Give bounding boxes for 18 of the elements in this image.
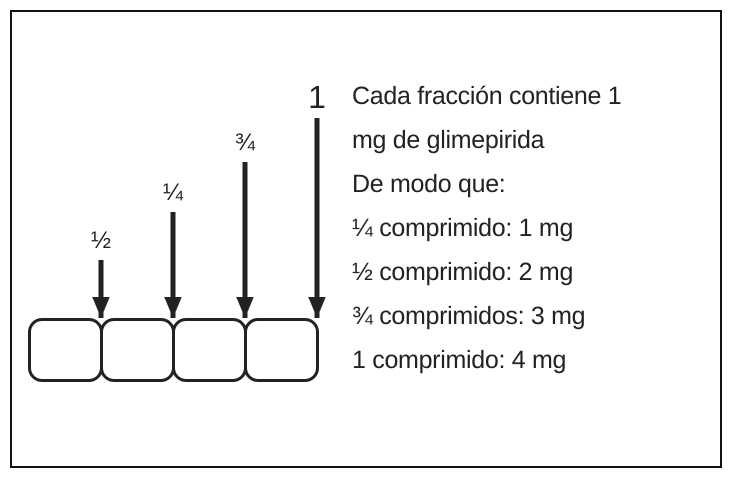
tablet-segment <box>172 318 247 382</box>
note-text: De modo que: <box>352 169 506 200</box>
arrow <box>308 118 326 318</box>
fraction-label: ½ <box>81 226 121 256</box>
arrow <box>236 162 254 318</box>
note-text: Cada fracción contiene 1 mg de glimepirida <box>352 81 622 156</box>
fraction-label: ¼ <box>153 178 193 208</box>
note-text: 1 comprimido: 4 mg <box>352 345 568 376</box>
fraction-label: 1 <box>297 80 337 114</box>
tablet-segment <box>28 318 103 382</box>
note-text: ¾ comprimidos: 3 mg <box>352 301 586 332</box>
note-text: ¼ comprimido: 1 mg <box>352 213 574 244</box>
fraction-label: ¾ <box>225 128 265 158</box>
arrow <box>92 260 110 318</box>
note-text: ½ comprimido: 2 mg <box>352 257 574 288</box>
tablet-segment <box>244 318 319 382</box>
tablet-segment <box>100 318 175 382</box>
arrow <box>164 212 182 318</box>
